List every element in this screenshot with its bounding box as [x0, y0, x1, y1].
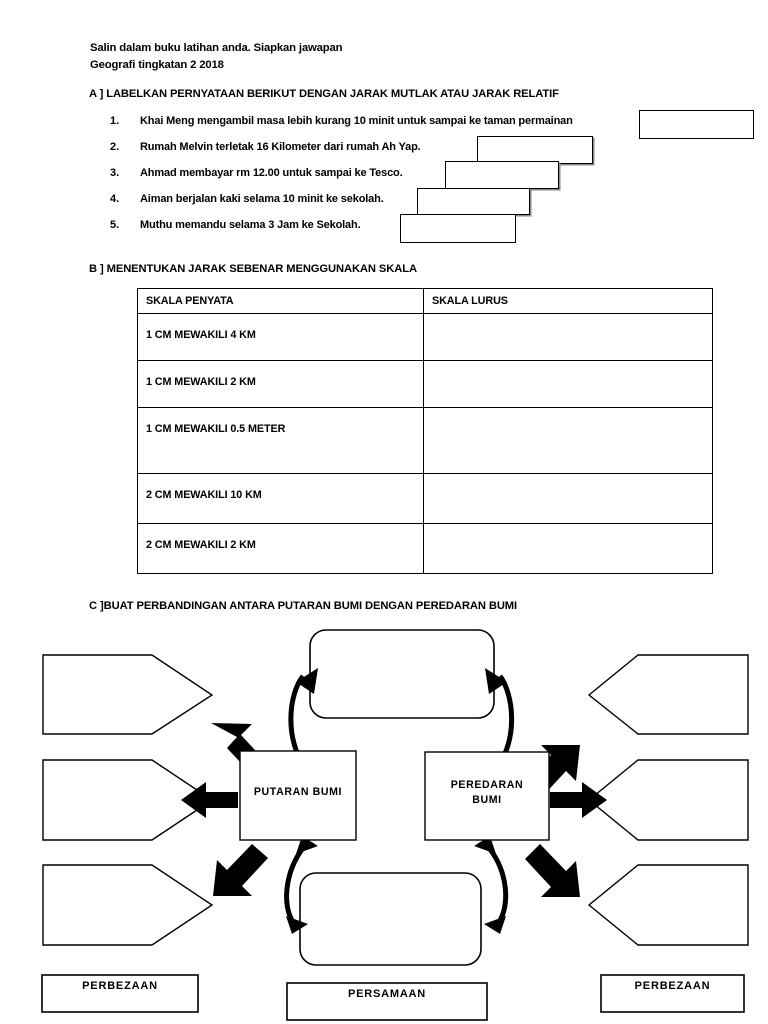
cell-skala-lurus[interactable]: [423, 313, 713, 361]
header-line-1: Salin dalam buku latihan anda. Siapkan j…: [90, 42, 343, 54]
center-node-peredaran[interactable]: [424, 751, 550, 841]
category-label-right: PERBEZAAN: [634, 980, 711, 992]
cell-skala-lurus[interactable]: [423, 407, 713, 474]
right-blank-1[interactable]: [587, 654, 749, 735]
table-row: 1 CM MEWAKILI 0.5 METER: [137, 407, 713, 474]
question-number: 2.: [110, 141, 120, 153]
table-row: 2 CM MEWAKILI 10 KM: [137, 473, 713, 524]
arrow-peredaran-to-right-2: [550, 782, 607, 818]
cell-skala-penyata: 1 CM MEWAKILI 2 KM: [137, 360, 424, 408]
section-c-heading: C ]BUAT PERBANDINGAN ANTARA PUTARAN BUMI…: [89, 600, 518, 612]
cell-skala-penyata: 2 CM MEWAKILI 2 KM: [137, 523, 424, 574]
cell-skala-lurus[interactable]: [423, 523, 713, 574]
section-a-heading: A ] LABELKAN PERNYATAAN BERIKUT DENGAN J…: [89, 88, 559, 100]
category-label-left: PERBEZAAN: [82, 980, 158, 992]
question-number: 3.: [110, 167, 120, 179]
question-number: 1.: [110, 115, 120, 127]
answer-box-3[interactable]: [445, 161, 559, 189]
shared-blank-top[interactable]: [309, 629, 495, 719]
category-box-left: [41, 974, 199, 1013]
cell-skala-penyata: 1 CM MEWAKILI 0.5 METER: [137, 407, 424, 474]
left-blank-2[interactable]: [42, 759, 214, 841]
answer-box-5[interactable]: [400, 214, 516, 243]
category-label-middle: PERSAMAAN: [347, 988, 427, 1000]
answer-box-2[interactable]: [477, 136, 593, 164]
table-row: 1 CM MEWAKILI 4 KM: [137, 313, 713, 361]
cell-skala-lurus[interactable]: [423, 360, 713, 408]
shared-blank-bottom[interactable]: [299, 872, 482, 966]
category-box-middle: [286, 982, 488, 1021]
column-header-skala-penyata: SKALA PENYATA: [137, 288, 424, 314]
question-number: 5.: [110, 219, 120, 231]
arrow-putaran-to-left-3: [213, 844, 268, 896]
question-number: 4.: [110, 193, 120, 205]
section-b-heading: B ] MENENTUKAN JARAK SEBENAR MENGGUNAKAN…: [89, 263, 417, 275]
right-blank-3[interactable]: [587, 864, 749, 946]
answer-box-4[interactable]: [417, 188, 530, 215]
cell-skala-penyata: 2 CM MEWAKILI 10 KM: [137, 473, 424, 524]
category-box-right: [600, 974, 745, 1013]
arrow-peredaran-to-right-3: [525, 844, 580, 897]
table-header-row: SKALA PENYATA SKALA LURUS: [137, 288, 713, 314]
cell-skala-lurus[interactable]: [423, 473, 713, 524]
answer-box-1[interactable]: [639, 110, 754, 139]
question-text: Khai Meng mengambil masa lebih kurang 10…: [140, 115, 573, 127]
comparison-diagram: .shp { fill:#ffffff; stroke:#000000; str…: [0, 620, 768, 1024]
scale-table: SKALA PENYATA SKALA LURUS 1 CM MEWAKILI …: [137, 288, 713, 574]
right-blank-2[interactable]: [587, 759, 749, 841]
question-text: Muthu memandu selama 3 Jam ke Sekolah.: [140, 219, 361, 231]
table-row: 2 CM MEWAKILI 2 KM: [137, 523, 713, 574]
question-text: Ahmad membayar rm 12.00 untuk sampai ke …: [140, 167, 403, 179]
table-row: 1 CM MEWAKILI 2 KM: [137, 360, 713, 408]
left-blank-1[interactable]: [42, 654, 214, 735]
question-text: Aiman berjalan kaki selama 10 minit ke s…: [140, 193, 384, 205]
center-node-putaran[interactable]: [239, 750, 357, 841]
left-blank-3[interactable]: [42, 864, 214, 946]
arrow-putaran-to-left-2: [181, 782, 238, 818]
column-header-skala-lurus: SKALA LURUS: [423, 288, 713, 314]
header-line-2: Geografi tingkatan 2 2018: [90, 59, 224, 71]
question-text: Rumah Melvin terletak 16 Kilometer dari …: [140, 141, 421, 153]
cell-skala-penyata: 1 CM MEWAKILI 4 KM: [137, 313, 424, 361]
